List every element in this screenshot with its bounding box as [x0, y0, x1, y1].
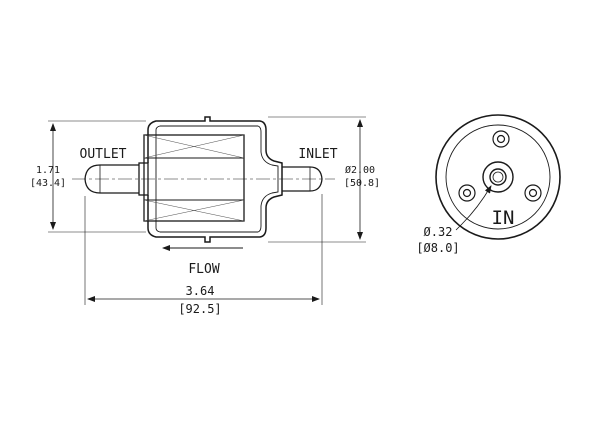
inlet-label: INLET [298, 147, 337, 162]
element-cross-hatch [143, 134, 245, 222]
housing-inner-wall [155, 125, 279, 233]
filter-element [143, 134, 245, 222]
mounting-hole-left [462, 188, 472, 198]
mounting-hole-right-outer [524, 184, 542, 202]
diameter-mm: [50.8] [344, 178, 380, 189]
length-inch: 3.64 [186, 284, 215, 298]
mounting-hole-top [496, 134, 506, 144]
outlet-barb [84, 164, 139, 194]
filter-housing [147, 116, 283, 243]
end-view-outer-rim [435, 114, 561, 240]
end-view: IN Ø.32 [Ø8.0] [416, 114, 561, 255]
port-leader [455, 185, 492, 231]
outlet-label: OUTLET [80, 147, 127, 162]
side-view: 1.71 [43.4] Ø2.00 [50.8] OUTLET INLET FL… [30, 116, 380, 316]
height-inch: 1.71 [36, 165, 60, 176]
port-inch: Ø.32 [424, 225, 453, 239]
end-view-inner-rim [445, 124, 551, 230]
length-mm: [92.5] [178, 302, 221, 316]
port-outer-ring [482, 161, 514, 193]
diameter-inch: Ø2.00 [345, 164, 375, 176]
port-hole [489, 168, 507, 186]
height-mm: [43.4] [30, 178, 66, 189]
inlet-barb [282, 166, 323, 192]
port-mm: [Ø8.0] [416, 241, 459, 255]
flow-label: FLOW [188, 262, 219, 277]
in-mark: IN [492, 207, 515, 229]
port-bore [492, 171, 504, 183]
mounting-hole-top-outer [492, 130, 510, 148]
mounting-hole-left-outer [458, 184, 476, 202]
mounting-hole-right [528, 188, 538, 198]
